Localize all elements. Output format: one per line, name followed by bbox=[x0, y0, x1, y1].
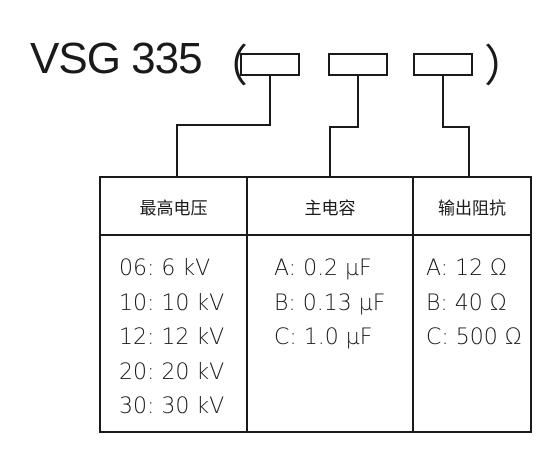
model-code-title: VSG 335 bbox=[30, 34, 203, 83]
column-max-voltage: 最高电压 06: 6 kV 10: 10 kV 12: 12 kV 20: 20… bbox=[101, 178, 246, 431]
voltage-option: 12: 12 kV bbox=[119, 325, 225, 350]
column-header-main-capacitance: 主电容 bbox=[248, 178, 412, 236]
options-table: 最高电压 06: 6 kV 10: 10 kV 12: 12 kV 20: 20… bbox=[99, 176, 532, 433]
column-body-main-capacitance: A: 0.2 µF B: 0.13 µF C: 1.0 µF bbox=[248, 236, 412, 356]
impedance-option: B: 40 Ω bbox=[426, 290, 507, 316]
column-body-output-impedance: A: 12 Ω B: 40 Ω C: 500 Ω bbox=[414, 236, 530, 356]
code-slot-impedance bbox=[413, 53, 473, 76]
column-header-max-voltage: 最高电压 bbox=[101, 178, 246, 236]
code-slot-voltage bbox=[240, 53, 300, 76]
connector-capacitance bbox=[329, 76, 359, 177]
close-paren: ） bbox=[484, 41, 528, 92]
capacitance-option: C: 1.0 µF bbox=[274, 325, 373, 350]
capacitance-option: B: 0.13 µF bbox=[274, 290, 386, 316]
voltage-option: 30: 30 kV bbox=[119, 394, 225, 419]
connector-voltage bbox=[176, 76, 271, 177]
impedance-option: A: 12 Ω bbox=[426, 256, 507, 281]
connector-impedance bbox=[442, 76, 470, 177]
capacitance-option: A: 0.2 µF bbox=[274, 256, 372, 281]
column-main-capacitance: 主电容 A: 0.2 µF B: 0.13 µF C: 1.0 µF bbox=[246, 178, 412, 431]
voltage-option: 10: 10 kV bbox=[119, 290, 225, 316]
impedance-option: C: 500 Ω bbox=[426, 325, 522, 350]
column-header-output-impedance: 输出阻抗 bbox=[414, 178, 530, 236]
code-slot-capacitance bbox=[328, 53, 388, 76]
voltage-option: 06: 6 kV bbox=[119, 256, 211, 281]
voltage-option: 20: 20 kV bbox=[119, 359, 225, 385]
column-output-impedance: 输出阻抗 A: 12 Ω B: 40 Ω C: 500 Ω bbox=[412, 178, 530, 431]
column-body-max-voltage: 06: 6 kV 10: 10 kV 12: 12 kV 20: 20 kV 3… bbox=[101, 236, 246, 425]
